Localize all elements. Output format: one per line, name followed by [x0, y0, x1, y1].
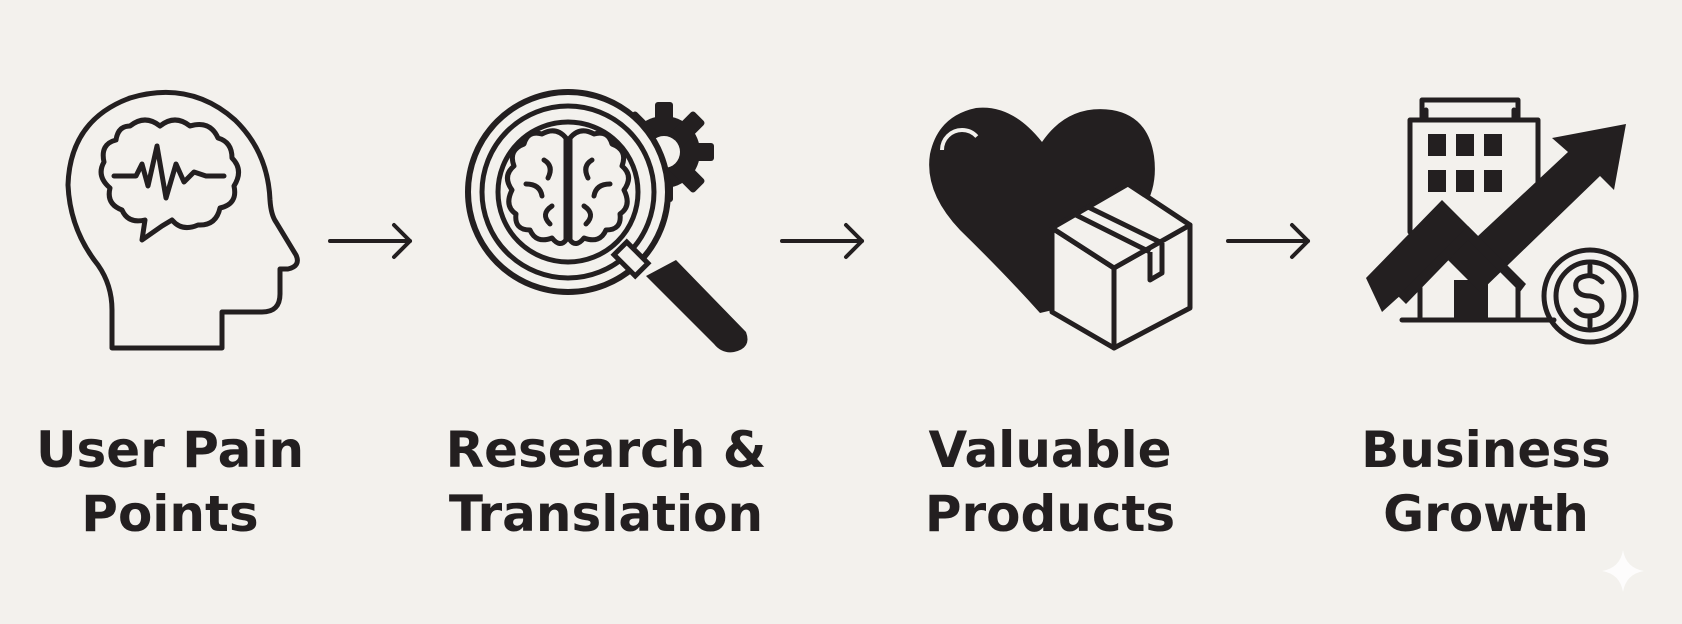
flow-arrow-icon: [326, 216, 416, 266]
step-label-line-1: Valuable: [928, 421, 1172, 479]
step-valuable-products: Valuable Products: [880, 0, 1220, 624]
step-business-growth: Business Growth: [1316, 0, 1656, 624]
step-label: User Pain Points: [0, 418, 340, 546]
flow-arrow-icon: [1224, 216, 1314, 266]
step-label-line-1: Business: [1361, 421, 1611, 479]
step-label-line-2: Translation: [448, 485, 764, 543]
flow-arrow-icon: [778, 216, 868, 266]
step-label-line-2: Products: [924, 485, 1176, 543]
step-label-line-2: Growth: [1383, 485, 1589, 543]
magnifier-brain-gear-icon: [456, 80, 756, 390]
step-label-line-2: Points: [81, 485, 259, 543]
step-label: Valuable Products: [880, 418, 1220, 546]
step-label: Research & Translation: [436, 418, 776, 546]
sparkle-watermark-icon: [1600, 548, 1646, 594]
heart-box-icon: [900, 80, 1200, 390]
step-label: Business Growth: [1316, 418, 1656, 546]
step-user-pain-points: User Pain Points: [0, 0, 340, 624]
head-with-brain-wave-icon: [20, 80, 320, 390]
step-research-translation: Research & Translation: [436, 0, 776, 624]
building-growth-dollar-icon: [1336, 80, 1639, 390]
step-label-line-1: User Pain: [35, 421, 305, 479]
step-label-line-1: Research &: [445, 421, 767, 479]
